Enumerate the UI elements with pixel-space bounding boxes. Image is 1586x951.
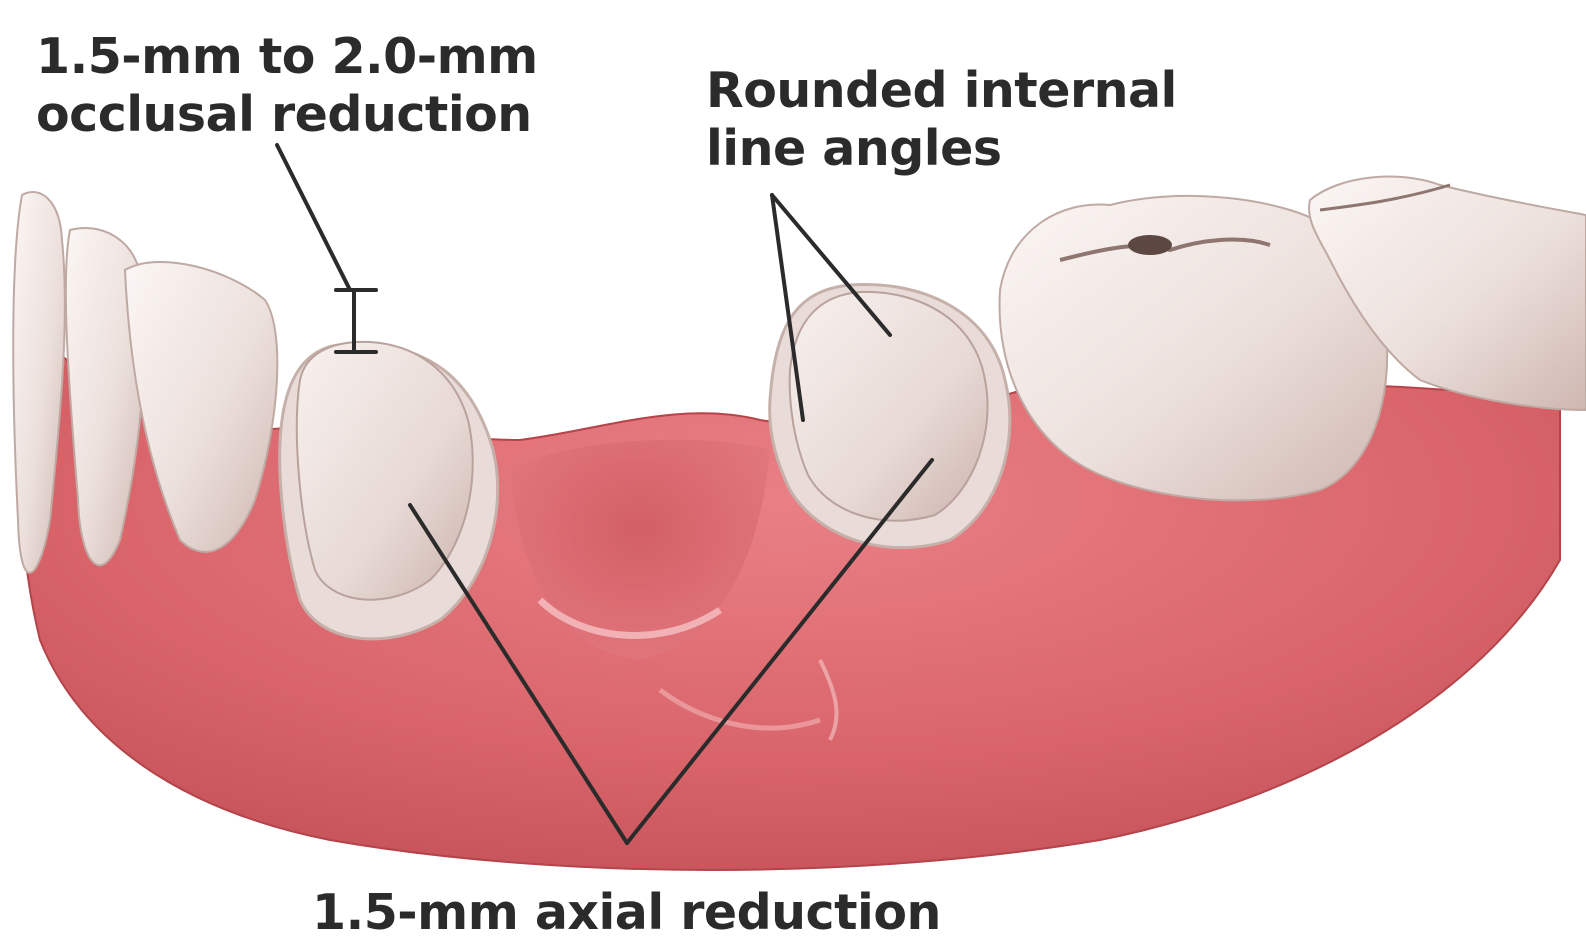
molar-fossa [1128, 235, 1172, 255]
prepared-tooth-right [790, 292, 988, 521]
rounded-internal-line-angles-label: Rounded internal line angles [706, 62, 1177, 178]
occlusal-leader-line [277, 145, 350, 290]
occlusal-reduction-label-line1: 1.5-mm to 2.0-mm [36, 28, 538, 86]
rounded-internal-label-line1: Rounded internal [706, 62, 1177, 120]
occlusal-reduction-label: 1.5-mm to 2.0-mm occlusal reduction [36, 28, 538, 144]
rounded-internal-label-line2: line angles [706, 120, 1177, 178]
axial-reduction-label: 1.5-mm axial reduction [312, 884, 941, 942]
axial-reduction-label-text: 1.5-mm axial reduction [312, 884, 941, 942]
occlusal-reduction-label-line2: occlusal reduction [36, 86, 538, 144]
